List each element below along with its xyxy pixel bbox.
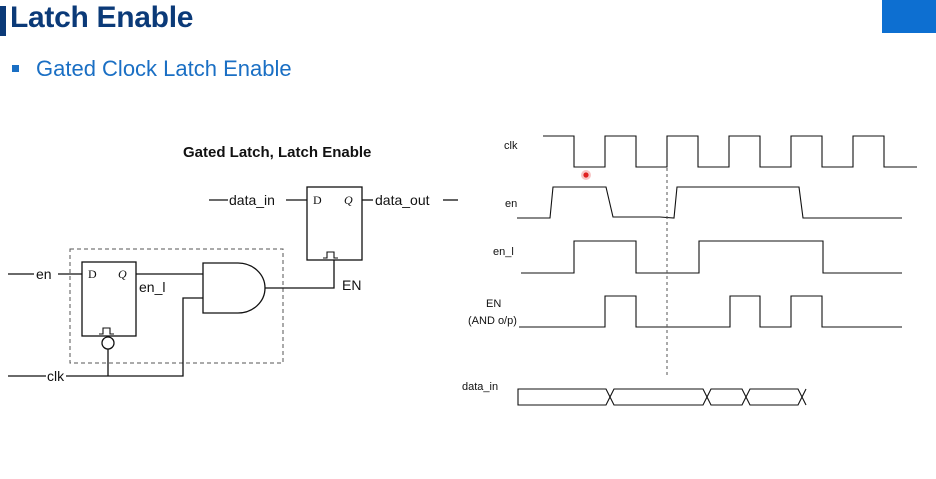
bottom-latch-d-pin: D	[88, 267, 97, 281]
circuit-caption: Gated Latch, Latch Enable	[183, 144, 371, 161]
en-l-waveform	[521, 240, 902, 274]
and-gate-icon	[202, 262, 266, 314]
brand-logo-block	[882, 0, 936, 33]
data-in-bus-waveform	[517, 388, 807, 406]
top-latch-d-pin: D	[313, 193, 322, 207]
clock-gate-boundary	[69, 248, 284, 364]
inverter-bubble-icon	[101, 336, 115, 350]
timing-label-en-l: en_l	[493, 246, 514, 258]
en-and-waveform	[519, 295, 902, 328]
clk-input-label: clk	[47, 368, 65, 384]
top-latch-q-pin: Q	[344, 193, 353, 207]
top-latch-enable-pulse-icon	[323, 251, 338, 259]
en-input-label: en	[36, 266, 52, 282]
bullet-text: Gated Clock Latch Enable	[36, 56, 292, 81]
pointer-marker-icon	[581, 170, 591, 180]
data-out-label: data_out	[375, 192, 430, 208]
timing-sublabel-and-output: (AND o/p)	[468, 315, 517, 327]
data-in-label: data_in	[229, 192, 275, 208]
slide-title: Latch Enable	[10, 1, 194, 34]
timing-label-data-in: data_in	[462, 381, 498, 393]
en-waveform	[517, 186, 902, 219]
timing-label-en-and: EN	[486, 298, 501, 310]
bottom-latch-q-pin: Q	[118, 267, 127, 281]
title-accent-bar	[0, 6, 6, 36]
en-label: EN	[342, 277, 361, 293]
top-latch: D Q	[306, 186, 363, 261]
bottom-latch: D Q	[81, 261, 137, 350]
clk-waveform	[543, 135, 917, 168]
bullet-icon	[12, 65, 19, 72]
timing-label-en: en	[505, 198, 517, 210]
timing-label-clk: clk	[504, 140, 518, 152]
en-l-label: en_l	[139, 279, 165, 295]
bottom-latch-enable-pulse-icon	[99, 327, 114, 335]
